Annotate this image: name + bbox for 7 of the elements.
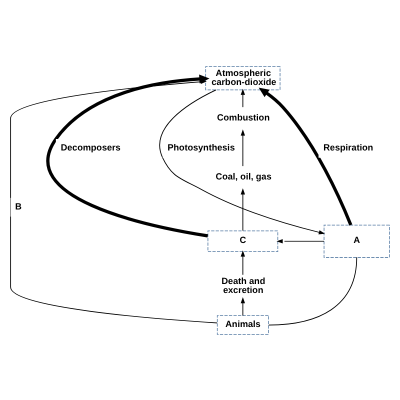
node-text: Death and excretion — [222, 276, 266, 295]
node-text: Coal, oil, gas — [216, 171, 272, 182]
edge-label: Decomposers — [60, 142, 121, 152]
node-text: Combustion — [216, 112, 270, 122]
edge-label: Respiration — [323, 142, 374, 152]
edge-label: Photosynthesis — [167, 142, 235, 152]
edge-label: B — [15, 200, 22, 211]
